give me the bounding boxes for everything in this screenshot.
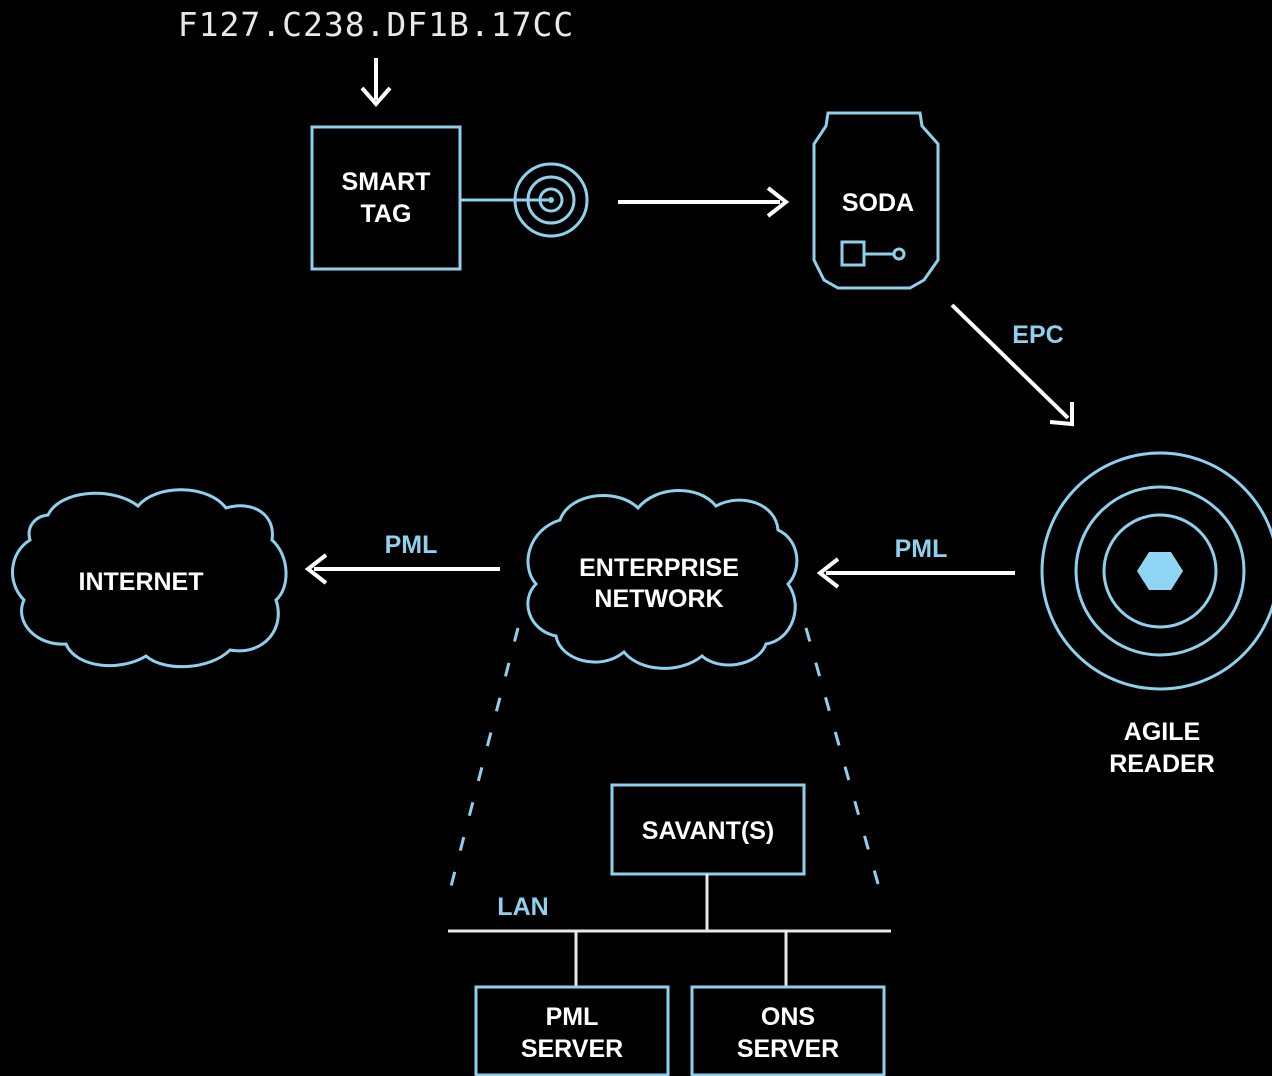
- pml-server-label-line2: SERVER: [521, 1035, 623, 1063]
- smart-tag-label-line2: TAG: [361, 200, 412, 228]
- soda-tag-chip-icon: [840, 240, 866, 267]
- savant-label: SAVANT(S): [642, 817, 774, 845]
- reader-label-line1: AGILE: [1124, 718, 1200, 746]
- epc-code-text: F127.C238.DF1B.17CC: [178, 5, 575, 44]
- pml-label-left: PML: [385, 531, 438, 559]
- ons-server-label-line2: SERVER: [737, 1035, 839, 1063]
- enterprise-to-internet-arrow-head: [304, 553, 328, 585]
- pml-label-right: PML: [895, 535, 948, 563]
- soda-to-reader-arrow: [950, 303, 1070, 420]
- enterprise-cloud-icon: [526, 489, 799, 670]
- reader-to-enterprise-arrow-head: [816, 557, 840, 589]
- soda-to-reader-arrow-head: [1049, 402, 1074, 427]
- zoom-line-left: [446, 627, 520, 899]
- pml-server-box: [474, 985, 670, 1076]
- pml-server-label-line1: PML: [546, 1003, 599, 1031]
- smart-tag-label-line1: SMART: [342, 168, 431, 196]
- soda-tag-chip-antenna: [892, 247, 906, 261]
- tag-antenna-icon: [513, 162, 589, 238]
- code-to-tag-arrow-head: [360, 86, 392, 108]
- internet-label: INTERNET: [79, 568, 204, 596]
- tag-to-soda-arrow-head: [766, 186, 790, 218]
- enterprise-label-line2: NETWORK: [594, 585, 723, 613]
- soda-label: SODA: [842, 189, 914, 217]
- epc-arrow-label: EPC: [1012, 321, 1063, 349]
- reader-label-line2: READER: [1109, 750, 1215, 778]
- ons-server-box: [690, 985, 886, 1076]
- zoom-line-right: [804, 627, 884, 899]
- lan-label: LAN: [497, 893, 548, 921]
- enterprise-label-line1: ENTERPRISE: [579, 554, 739, 582]
- agile-reader-icon: [1040, 451, 1272, 691]
- internet-cloud-icon: [11, 488, 288, 669]
- smart-tag-box: [310, 125, 462, 271]
- soda-can-icon: [812, 111, 940, 290]
- ons-server-label-line1: ONS: [761, 1003, 815, 1031]
